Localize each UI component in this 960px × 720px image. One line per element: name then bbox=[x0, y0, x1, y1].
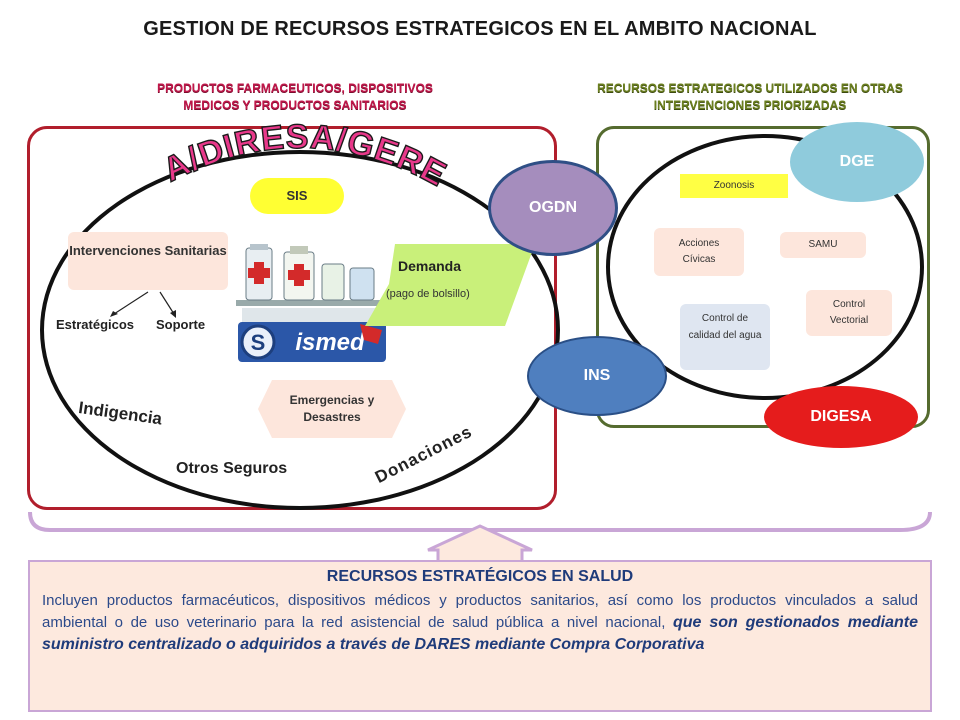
sis-pill: SIS bbox=[250, 178, 344, 214]
otros-seguros-label: Otros Seguros bbox=[176, 460, 288, 477]
dge-circle: DGE bbox=[790, 122, 924, 202]
emergencias-label: Emergencias y Desastres bbox=[289, 393, 375, 424]
ismed-logo-text: ismed bbox=[295, 329, 366, 356]
intervenciones-box: Intervenciones Sanitarias bbox=[68, 232, 228, 290]
demanda-sub-label: (pago de bolsillo) bbox=[386, 288, 470, 300]
description-box: RECURSOS ESTRATÉGICOS EN SALUD Incluyen … bbox=[28, 560, 932, 712]
acciones-civicas-box: Acciones Cívicas bbox=[654, 228, 744, 276]
ins-circle: INS bbox=[527, 336, 667, 416]
demanda-label: Demanda bbox=[398, 258, 462, 274]
samu-box: SAMU bbox=[780, 232, 866, 258]
brace-arrow bbox=[28, 511, 932, 564]
control-vectorial-box: Control Vectorial bbox=[806, 290, 892, 336]
emergencias-shape bbox=[258, 380, 406, 438]
description-plain: Incluyen productos farmacéuticos, dispos… bbox=[42, 592, 918, 631]
page-title: GESTION DE RECURSOS ESTRATEGICOS EN EL A… bbox=[143, 18, 817, 40]
svg-text:S: S bbox=[251, 330, 266, 355]
left-section-header: PRODUCTOS FARMACEUTICOS, DISPOSITIVOS ME… bbox=[157, 81, 433, 112]
zoonosis-box: Zoonosis bbox=[680, 174, 788, 198]
estrategicos-label: Estratégicos bbox=[56, 317, 135, 332]
description-title: RECURSOS ESTRATÉGICOS EN SALUD bbox=[326, 568, 634, 585]
description-emphasis: que son gestionados mediante suministro … bbox=[42, 614, 918, 653]
ogdn-circle: OGDN bbox=[488, 160, 618, 256]
right-ellipse bbox=[606, 134, 924, 400]
description-text: Incluyen productos farmacéuticos, dispos… bbox=[42, 590, 918, 656]
right-section-header: RECURSOS ESTRATEGICOS UTILIZADOS EN OTRA… bbox=[597, 81, 903, 112]
digesa-circle: DIGESA bbox=[764, 386, 918, 448]
medicine-illustration: S ismed bbox=[232, 240, 392, 364]
demanda-shape bbox=[365, 244, 535, 326]
soporte-label: Soporte bbox=[156, 317, 206, 332]
control-agua-box: Control de calidad del agua bbox=[680, 304, 770, 370]
branch-arrows bbox=[110, 291, 176, 318]
left-ellipse bbox=[40, 150, 560, 510]
